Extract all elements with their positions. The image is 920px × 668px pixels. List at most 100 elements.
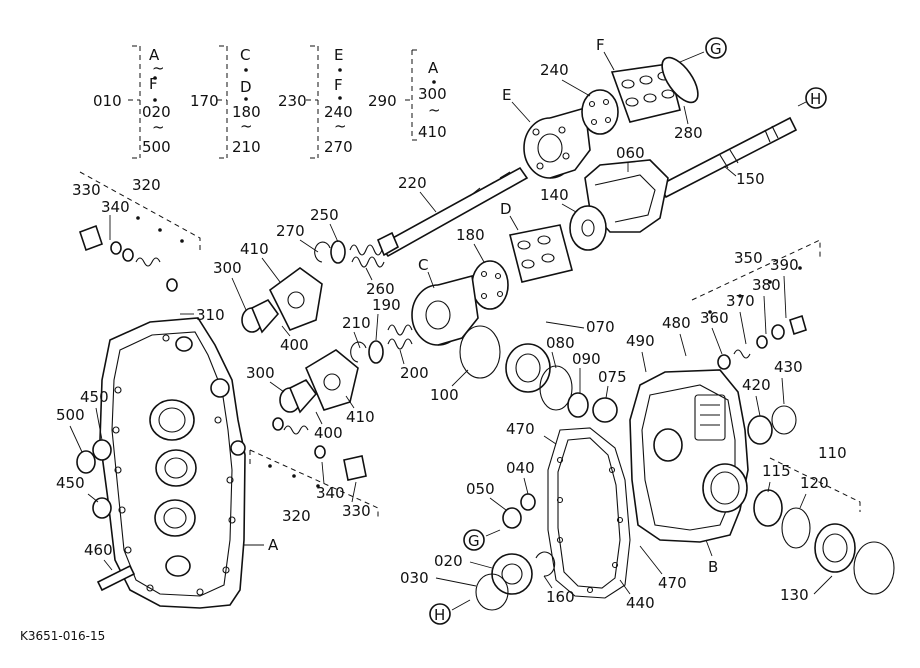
svg-text:~: ~ bbox=[428, 101, 441, 119]
callout-240: 240 bbox=[540, 61, 569, 79]
range-group-290: 290 A 300 ~ 410 bbox=[368, 49, 447, 141]
callout-480: 480 bbox=[662, 314, 691, 332]
svg-text:~: ~ bbox=[334, 117, 347, 135]
svg-text:210: 210 bbox=[232, 138, 261, 156]
callout-430: 430 bbox=[774, 358, 803, 376]
letter-d: D bbox=[500, 200, 512, 218]
callout-320-lower: 320 bbox=[282, 507, 311, 525]
range-label-290: 290 bbox=[368, 92, 397, 110]
svg-text:~: ~ bbox=[240, 117, 253, 135]
gasket bbox=[547, 427, 631, 599]
letter-e: E bbox=[502, 86, 511, 104]
bushing-050 bbox=[502, 507, 522, 529]
callout-250: 250 bbox=[310, 206, 339, 224]
piston-block-d bbox=[509, 224, 573, 283]
bushing-300-lower bbox=[279, 378, 318, 414]
callout-400-lower: 400 bbox=[314, 424, 343, 442]
range-label-230: 230 bbox=[278, 92, 307, 110]
callout-070: 070 bbox=[586, 318, 615, 336]
svg-text:C: C bbox=[240, 46, 250, 64]
callout-460: 460 bbox=[84, 541, 113, 559]
piston-block-f bbox=[610, 63, 681, 123]
valve-assembly-320-upper bbox=[78, 171, 201, 292]
arrow-g-top: G bbox=[679, 37, 727, 63]
swash-plate-180 bbox=[471, 260, 509, 310]
cylinder-c bbox=[411, 274, 479, 346]
housing-a: A bbox=[99, 317, 279, 609]
callout-060: 060 bbox=[616, 144, 645, 162]
callout-120: 120 bbox=[800, 474, 829, 492]
callout-160: 160 bbox=[546, 588, 575, 606]
circled-label-g-bottom: G bbox=[468, 532, 480, 550]
ring-100 bbox=[459, 325, 501, 379]
spring-260 bbox=[349, 244, 385, 268]
callout-320-top: 320 bbox=[132, 176, 161, 194]
svg-text:240: 240 bbox=[324, 103, 353, 121]
callout-180: 180 bbox=[456, 226, 485, 244]
range-label-010: 010 bbox=[93, 92, 122, 110]
callout-450-top: 450 bbox=[80, 388, 109, 406]
callout-420: 420 bbox=[742, 376, 771, 394]
callout-450-bottom: 450 bbox=[56, 474, 85, 492]
callout-350: 350 bbox=[734, 249, 763, 267]
callout-200: 200 bbox=[400, 364, 429, 382]
plate-410-upper bbox=[268, 267, 323, 332]
callout-040: 040 bbox=[506, 459, 535, 477]
callout-210: 210 bbox=[342, 314, 371, 332]
arrow-h-bottom: H bbox=[429, 599, 471, 625]
callout-340-lower: 340 bbox=[316, 484, 345, 502]
callout-470-bottom: 470 bbox=[658, 574, 687, 592]
bearing-stack-110 bbox=[753, 457, 895, 595]
callout-090: 090 bbox=[572, 350, 601, 368]
figure-code: K3651-016-15 bbox=[20, 629, 105, 643]
callout-330-top: 330 bbox=[72, 181, 101, 199]
circled-label-g-top: G bbox=[710, 40, 722, 58]
callout-310: 310 bbox=[196, 306, 225, 324]
bushing-300-upper bbox=[241, 298, 280, 334]
callout-260: 260 bbox=[366, 280, 395, 298]
callout-115: 115 bbox=[762, 462, 791, 480]
snap-ring-160 bbox=[535, 551, 556, 577]
callout-340-top: 340 bbox=[101, 198, 130, 216]
bearing-040 bbox=[520, 493, 536, 511]
callout-080: 080 bbox=[546, 334, 575, 352]
svg-text:270: 270 bbox=[324, 138, 353, 156]
svg-text:410: 410 bbox=[418, 123, 447, 141]
callout-410-top: 410 bbox=[240, 240, 269, 258]
callout-030: 030 bbox=[400, 569, 429, 587]
callout-130: 130 bbox=[780, 586, 809, 604]
callout-410-lower: 410 bbox=[346, 408, 375, 426]
callout-110: 110 bbox=[818, 444, 847, 462]
housing-b: B bbox=[629, 369, 749, 576]
callout-400-top: 400 bbox=[280, 336, 309, 354]
svg-text:F: F bbox=[334, 76, 343, 94]
callout-300-top: 300 bbox=[213, 259, 242, 277]
letter-c: C bbox=[418, 256, 428, 274]
callout-140: 140 bbox=[540, 186, 569, 204]
callout-500: 500 bbox=[56, 406, 85, 424]
svg-text:A: A bbox=[428, 59, 439, 77]
callout-050: 050 bbox=[466, 480, 495, 498]
svg-text:E: E bbox=[334, 46, 343, 64]
shaft-150 bbox=[658, 99, 811, 199]
callout-490: 490 bbox=[626, 332, 655, 350]
callout-360: 360 bbox=[700, 309, 729, 327]
callout-300-lower: 300 bbox=[246, 364, 275, 382]
bearing-420-430 bbox=[747, 405, 797, 445]
callout-330-lower: 330 bbox=[342, 502, 371, 520]
ring-250 bbox=[330, 240, 346, 264]
spring-200 bbox=[387, 324, 413, 350]
callout-370: 370 bbox=[726, 292, 755, 310]
letter-b: B bbox=[708, 558, 718, 576]
valve-assembly-320-lower bbox=[249, 417, 379, 520]
svg-text:A: A bbox=[149, 46, 160, 64]
letter-f: F bbox=[596, 36, 605, 54]
plate-410-lower bbox=[304, 349, 359, 411]
svg-text:180: 180 bbox=[232, 103, 261, 121]
circled-label-h-top: H bbox=[810, 90, 821, 108]
callout-280: 280 bbox=[674, 124, 703, 142]
range-group-170: 170 C D 180 ~ 210 bbox=[190, 45, 261, 159]
valve-assembly-350 bbox=[691, 239, 821, 370]
arrow-g-bottom: G bbox=[463, 529, 501, 551]
